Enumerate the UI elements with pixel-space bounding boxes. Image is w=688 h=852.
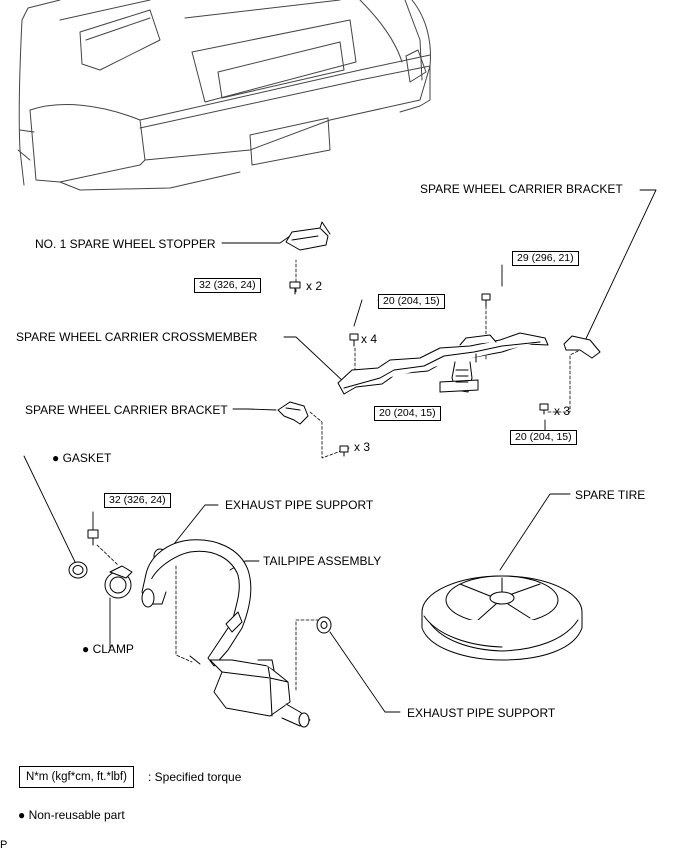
spare-wheel-carrier-bracket-right-part [563,335,601,359]
legend-torque-unit: N*m (kgf*cm, ft.*lbf) [19,766,134,788]
non-reusable-bullet: ● [52,451,60,465]
label-no1-spare-wheel-stopper: NO. 1 SPARE WHEEL STOPPER [35,237,216,251]
gasket-text: GASKET [62,451,112,465]
spare-tire-part [421,575,583,661]
label-tailpipe-assembly: TAILPIPE ASSEMBLY [263,554,382,568]
exhaust-pipe-support-lower-part [316,616,332,634]
label-gasket: ● GASKET [52,451,111,465]
torque-box-bracket-right: 20 (204, 15) [510,430,577,445]
spare-wheel-stopper-part [285,221,331,251]
vehicle-rear-illustration [17,0,431,191]
label-spare-tire: SPARE TIRE [575,488,646,502]
gasket-part [68,561,88,579]
label-spare-wheel-carrier-bracket-left: SPARE WHEEL CARRIER BRACKET [25,403,228,417]
legend-bullet: ● [18,808,26,822]
spare-wheel-carrier-crossmember-part [337,332,549,395]
spare-wheel-carrier-bracket-left-part [277,401,309,425]
label-spare-wheel-carrier-crossmember: SPARE WHEEL CARRIER CROSSMEMBER [16,330,258,344]
qty-bracket-left-bolts: x 3 [354,440,371,454]
torque-box-stopper: 32 (326, 24) [194,278,261,293]
torque-box-crossmember-left: 20 (204, 15) [378,294,445,309]
tailpipe-assembly-part [141,539,311,728]
torque-box-bracket-left: 20 (204, 15) [374,406,441,421]
label-exhaust-pipe-support-lower: EXHAUST PIPE SUPPORT [407,706,556,720]
label-spare-wheel-carrier-bracket-right: SPARE WHEEL CARRIER BRACKET [420,182,623,196]
qty-bracket-right-bolts: x 3 [554,404,571,418]
non-reusable-bullet: ● [82,642,90,656]
qty-crossmember-bolts: x 4 [361,332,378,346]
clamp-part [104,565,133,599]
torque-box-clamp: 32 (326, 24) [104,493,171,508]
legend-torque-desc: : Specified torque [148,770,242,784]
label-clamp: ● CLAMP [82,642,134,656]
torque-box-crossmember-center: 29 (296, 21) [512,251,579,266]
legend-non-reusable: ● Non-reusable part [18,808,125,822]
label-exhaust-pipe-support-upper: EXHAUST PIPE SUPPORT [225,498,374,512]
qty-stopper-bolts: x 2 [306,279,323,293]
corner-mark: P [0,839,8,851]
clamp-text: CLAMP [92,642,134,656]
legend-non-reusable-text: Non-reusable part [28,808,125,822]
